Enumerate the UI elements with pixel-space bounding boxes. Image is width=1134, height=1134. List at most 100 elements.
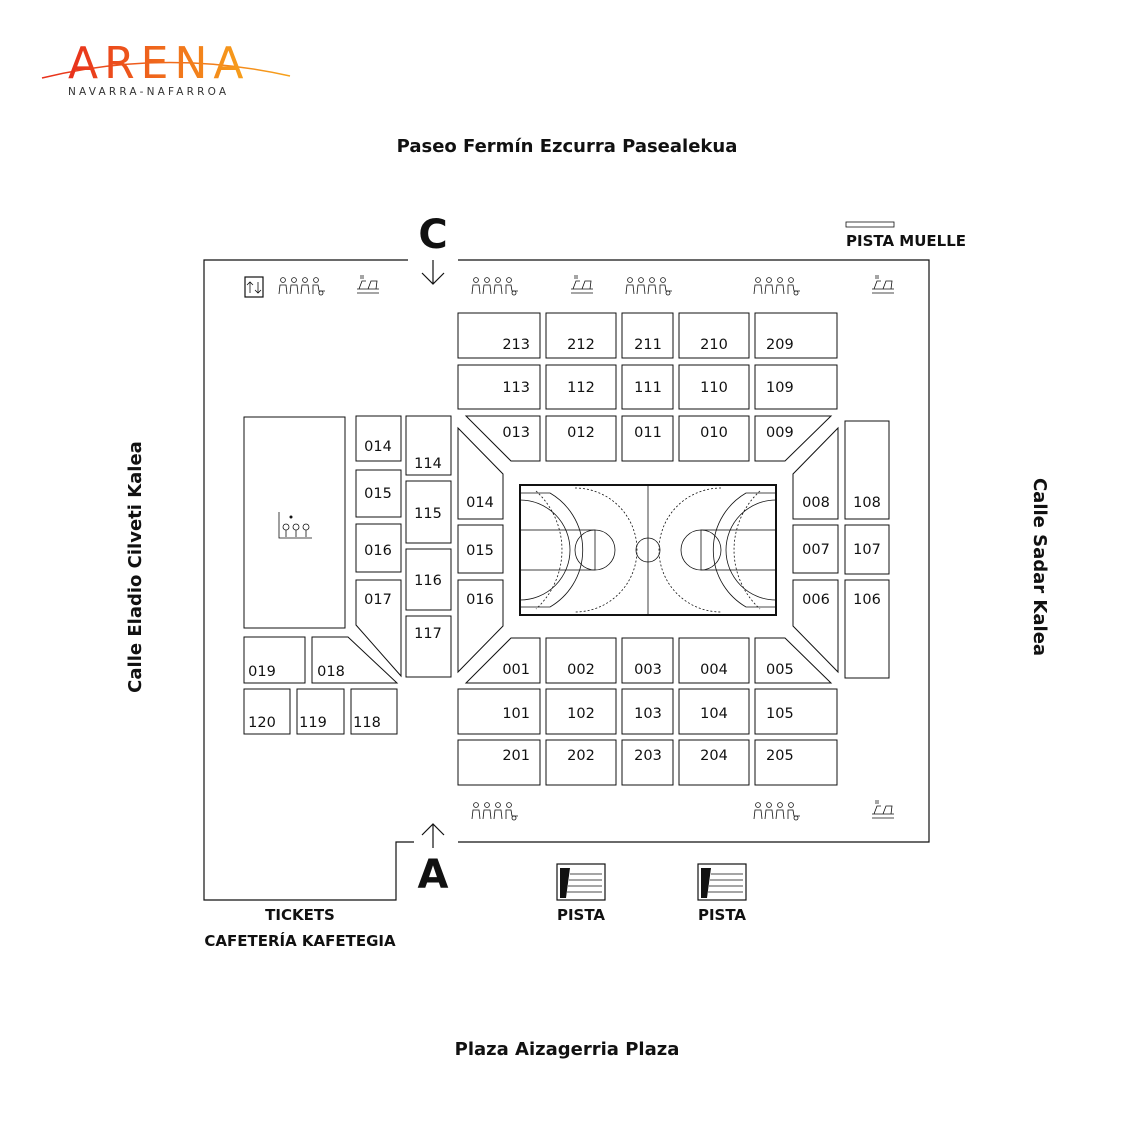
section-label: 107 (853, 542, 881, 558)
seating-section-213[interactable]: 213 (457, 312, 541, 359)
section-label: 016 (364, 543, 392, 559)
section-shape (464, 415, 541, 462)
seating-section-209[interactable]: 209 (754, 312, 838, 359)
section-label: 013 (502, 425, 530, 441)
section-shape (545, 312, 617, 359)
seating-section-001[interactable]: 001 (464, 637, 541, 684)
section-label: 010 (700, 425, 728, 441)
seating-section-112[interactable]: 112 (545, 364, 617, 410)
section-label: 210 (700, 337, 728, 353)
seating-section-115[interactable]: 115 (405, 480, 452, 544)
seating-section-015[interactable]: 015 (355, 469, 402, 518)
section-shape (457, 426, 504, 520)
seating-section-007[interactable]: 007 (792, 524, 839, 574)
section-shape (457, 579, 504, 674)
section-label: 116 (414, 573, 442, 589)
seating-section-019[interactable]: 019 (243, 636, 306, 684)
section-label: 113 (502, 380, 530, 396)
seating-section-205[interactable]: 205 (754, 739, 838, 786)
seating-section-106[interactable]: 106 (844, 579, 890, 679)
seating-section-004[interactable]: 004 (678, 637, 750, 684)
section-shape (355, 469, 402, 518)
section-shape (405, 480, 452, 544)
seating-section-017[interactable]: 017 (355, 579, 402, 678)
seating-section-114[interactable]: 114 (405, 415, 452, 476)
seating-section-014[interactable]: 014 (457, 426, 504, 520)
seating-section-111[interactable]: 111 (621, 364, 674, 410)
seating-section-104[interactable]: 104 (678, 688, 750, 735)
seating-section-016[interactable]: 016 (457, 579, 504, 674)
seating-section-008[interactable]: 008 (792, 426, 839, 520)
arena-logo: ARENA NAVARRA-NAFARROA (41, 38, 291, 98)
seating-section-119[interactable]: 119 (296, 688, 345, 735)
section-label: 201 (502, 748, 530, 764)
seating-section-107[interactable]: 107 (844, 524, 890, 575)
bar-icon (872, 275, 894, 294)
seating-section-014[interactable]: 014 (355, 415, 402, 462)
section-shape (754, 637, 833, 684)
seating-section-211[interactable]: 211 (621, 312, 674, 359)
seating-section-018[interactable]: 018 (311, 636, 399, 684)
restroom-icon (753, 277, 800, 296)
section-label: 003 (634, 662, 662, 678)
section-shape (545, 415, 617, 462)
section-shape (457, 364, 541, 410)
section-shape (296, 688, 345, 735)
section-shape (243, 688, 291, 735)
seating-section-212[interactable]: 212 (545, 312, 617, 359)
seating-section-210[interactable]: 210 (678, 312, 750, 359)
section-label: 204 (700, 748, 728, 764)
seating-section-003[interactable]: 003 (621, 637, 674, 684)
seating-section-204[interactable]: 204 (678, 739, 750, 786)
section-shape (754, 312, 838, 359)
section-label: 018 (317, 664, 345, 680)
seating-section-011[interactable]: 011 (621, 415, 674, 462)
section-label: 105 (766, 706, 794, 722)
logo-wordmark: ARENA (68, 38, 250, 89)
gate-c-label: C (418, 212, 447, 258)
section-shape (621, 637, 674, 684)
section-label: 007 (802, 542, 830, 558)
seating-section-009[interactable]: 009 (754, 415, 833, 462)
arrow-up-icon (421, 823, 445, 848)
seating-section-117[interactable]: 117 (405, 615, 452, 678)
seating-section-102[interactable]: 102 (545, 688, 617, 735)
seating-section-116[interactable]: 116 (405, 548, 452, 611)
seating-section-201[interactable]: 201 (457, 739, 541, 786)
section-shape (355, 523, 402, 573)
seating-section-010[interactable]: 010 (678, 415, 750, 462)
section-label: 008 (802, 495, 830, 511)
section-shape (405, 615, 452, 678)
section-label: 106 (853, 592, 881, 608)
seating-section-103[interactable]: 103 (621, 688, 674, 735)
section-shape (678, 637, 750, 684)
section-shape (464, 637, 541, 684)
seating-section-005[interactable]: 005 (754, 637, 833, 684)
seating-section-006[interactable]: 006 (792, 579, 839, 674)
seating-section-016[interactable]: 016 (355, 523, 402, 573)
seating-section-118[interactable]: 118 (350, 688, 398, 735)
seating-section-109[interactable]: 109 (754, 364, 838, 410)
seating-section-002[interactable]: 002 (545, 637, 617, 684)
section-label: 209 (766, 337, 794, 353)
seating-section-110[interactable]: 110 (678, 364, 750, 410)
section-shape (350, 688, 398, 735)
section-label: 109 (766, 380, 794, 396)
seating-section-202[interactable]: 202 (545, 739, 617, 786)
seating-section-120[interactable]: 120 (243, 688, 291, 735)
section-label: 002 (567, 662, 595, 678)
seating-section-012[interactable]: 012 (545, 415, 617, 462)
seating-section-013[interactable]: 013 (464, 415, 541, 462)
section-label: 115 (414, 506, 442, 522)
seating-section-015[interactable]: 015 (457, 524, 504, 574)
seating-section-101[interactable]: 101 (457, 688, 541, 735)
restroom-icon (471, 802, 518, 821)
section-shape (754, 364, 838, 410)
section-label: 202 (567, 748, 595, 764)
seating-section-108[interactable]: 108 (844, 420, 890, 520)
section-label: 212 (567, 337, 595, 353)
seating-section-105[interactable]: 105 (754, 688, 838, 735)
seating-section-113[interactable]: 113 (457, 364, 541, 410)
section-shape (678, 415, 750, 462)
seating-section-203[interactable]: 203 (621, 739, 674, 786)
